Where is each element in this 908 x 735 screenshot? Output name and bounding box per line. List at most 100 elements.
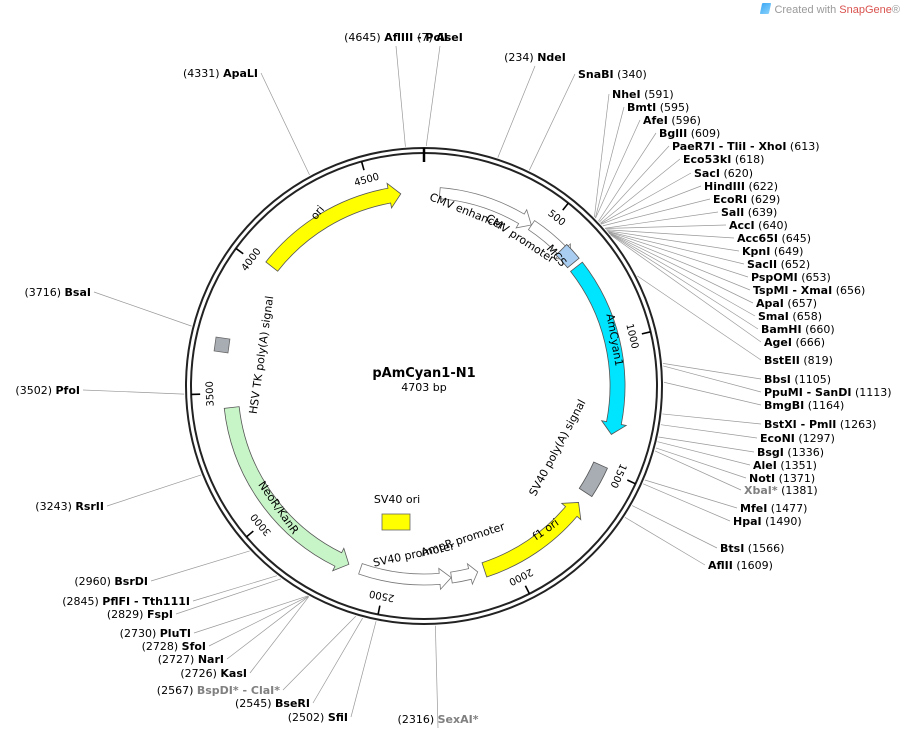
- feature-hsv-tk-poly-a-signal: [213, 336, 231, 354]
- site-pos-ppumi-sandi: (1113): [855, 386, 892, 399]
- leader-eco53ki: [600, 158, 681, 224]
- leader-hpai: [643, 483, 731, 522]
- site-label-ppumi-sandi: PpuMI - SanDI (1113): [764, 386, 892, 399]
- feature-label-sv40-poly-a-signal: SV40 poly(A) signal: [527, 397, 589, 498]
- site-pos-agei: (666): [795, 336, 825, 349]
- leader-asei: [425, 45, 441, 147]
- site-pos-aflii: (1609): [736, 559, 773, 572]
- leader-afliii-pcii: [395, 45, 406, 147]
- site-name-sfii: SfiI: [328, 711, 348, 724]
- site-label-alei: AleI (1351): [753, 459, 817, 472]
- site-name-sali: SalI: [721, 206, 744, 219]
- site-pos-snabi: (340): [617, 68, 647, 81]
- site-pos-acc65i: (645): [781, 232, 811, 245]
- site-name-apali: ApaLI: [223, 67, 258, 80]
- site-name-bamhi: BamHI: [761, 323, 802, 336]
- leader-econi: [660, 424, 758, 439]
- site-pos-bsrdi: (2960): [74, 575, 111, 588]
- site-pos-afliii-pcii: (4645): [344, 31, 381, 44]
- site-pos-mfei: (1477): [771, 502, 808, 515]
- leader-pfoi: [82, 389, 185, 395]
- leader-bbsi: [662, 363, 762, 380]
- site-name-ndei: NdeI: [537, 51, 566, 64]
- leader-bsgi: [658, 436, 755, 453]
- site-label-paer7i-tlii-xhoi: PaeR7I - TliI - XhoI (613): [672, 140, 820, 153]
- feature-sv40-promoter: [358, 563, 452, 591]
- site-name-bmgbi: BmgBI: [764, 399, 804, 412]
- site-label-sfii: (2502) SfiI: [288, 711, 348, 724]
- branding-brand: SnapGene: [839, 4, 892, 16]
- site-name-bsai: BsaI: [65, 286, 91, 299]
- site-label-afliii-pcii: (4645) AflIII - PciI: [344, 31, 448, 44]
- site-pos-tspmi-xmai: (656): [836, 284, 866, 297]
- site-pos-xbai: (1381): [781, 484, 818, 497]
- leader-bmti: [594, 106, 625, 219]
- site-pos-noti: (1371): [779, 472, 816, 485]
- site-label-sexai: (2316) SexAI*: [398, 713, 479, 726]
- site-pos-ndei: (234): [504, 51, 534, 64]
- site-label-afei: AfeI (596): [643, 114, 701, 127]
- site-pos-apali: (4331): [183, 67, 220, 80]
- site-name-kasi: KasI: [220, 667, 247, 680]
- site-pos-paer7i-tlii-xhoi: (613): [790, 140, 820, 153]
- site-name-aflii: AflII: [708, 559, 733, 572]
- site-name-tspmi-xmai: TspMI - XmaI: [753, 284, 832, 297]
- tick-label-2000: 2000: [507, 566, 535, 587]
- site-pos-bsgi: (1336): [787, 446, 824, 459]
- site-name-ppumi-sandi: PpuMI - SanDI: [764, 386, 851, 399]
- plasmid-size: 4703 bp: [401, 381, 446, 394]
- site-label-apali: (4331) ApaLI: [183, 67, 258, 80]
- leader-tspmi-xmai: [608, 232, 751, 291]
- site-name-bbsi: BbsI: [764, 373, 791, 386]
- site-pos-sali: (639): [748, 206, 778, 219]
- site-name-hpai: HpaI: [733, 515, 762, 528]
- feature-f1-ori: [481, 502, 582, 578]
- site-label-xbai: XbaI* (1381): [744, 484, 818, 497]
- tick-label-4500: 4500: [353, 172, 380, 189]
- site-pos-ecori: (629): [751, 193, 781, 206]
- site-label-bglii: BglII (609): [659, 127, 720, 140]
- leader-afei: [595, 119, 641, 219]
- leader-ndei: [497, 65, 536, 158]
- site-name-ecori: EcoRI: [713, 193, 747, 206]
- feature-label-sv40-promoter: SV40 promoter: [372, 539, 456, 569]
- site-label-acc65i: Acc65I (645): [737, 232, 811, 245]
- feature-label-sv40-ori: SV40 ori: [374, 493, 420, 506]
- site-label-tspmi-xmai: TspMI - XmaI (656): [753, 284, 865, 297]
- site-label-econi: EcoNI (1297): [760, 432, 835, 445]
- feature-sv40-poly-a-signal: [578, 461, 608, 498]
- tick-mark-1000: [641, 331, 651, 335]
- site-name-pluti: PluTI: [160, 627, 191, 640]
- site-label-nhei: NheI (591): [612, 88, 674, 101]
- site-label-bamhi: BamHI (660): [761, 323, 835, 336]
- leader-pflfi-tth111i: [192, 575, 278, 602]
- leader-kasi: [249, 596, 310, 674]
- feature-ampr-promoter: [450, 562, 479, 586]
- leader-nhei: [594, 93, 610, 218]
- feature-ori: [265, 182, 402, 272]
- site-pos-bglii: (609): [691, 127, 721, 140]
- site-label-ndei: (234) NdeI: [504, 51, 566, 64]
- leader-sexai: [435, 625, 439, 729]
- site-pos-pfoi: (3502): [15, 384, 52, 397]
- site-pos-rsrii: (3243): [35, 500, 72, 513]
- site-pos-asei: (7): [417, 31, 433, 44]
- site-name-acc65i: Acc65I: [737, 232, 778, 245]
- site-label-bbsi: BbsI (1105): [764, 373, 831, 386]
- site-pos-bsteii: (819): [803, 354, 833, 367]
- leader-apai: [608, 232, 754, 304]
- leader-bspdi-clai: [282, 615, 357, 691]
- site-name-agei: AgeI: [764, 336, 792, 349]
- site-label-bspdi-clai: (2567) BspDI* - ClaI*: [157, 684, 280, 697]
- site-pos-bspdi-clai: (2567): [157, 684, 194, 697]
- site-label-pspomi: PspOMI (653): [751, 271, 831, 284]
- branding-mark: ®: [891, 4, 900, 16]
- leader-bstxi-pmli: [662, 413, 762, 425]
- tick-mark-4500: [360, 161, 365, 171]
- site-label-asei: (7) AseI: [417, 31, 463, 44]
- site-name-sfoi: SfoI: [182, 640, 206, 653]
- site-pos-nhei: (591): [644, 88, 674, 101]
- tick-label-2500: 2500: [368, 587, 395, 603]
- leader-snabi: [528, 73, 576, 171]
